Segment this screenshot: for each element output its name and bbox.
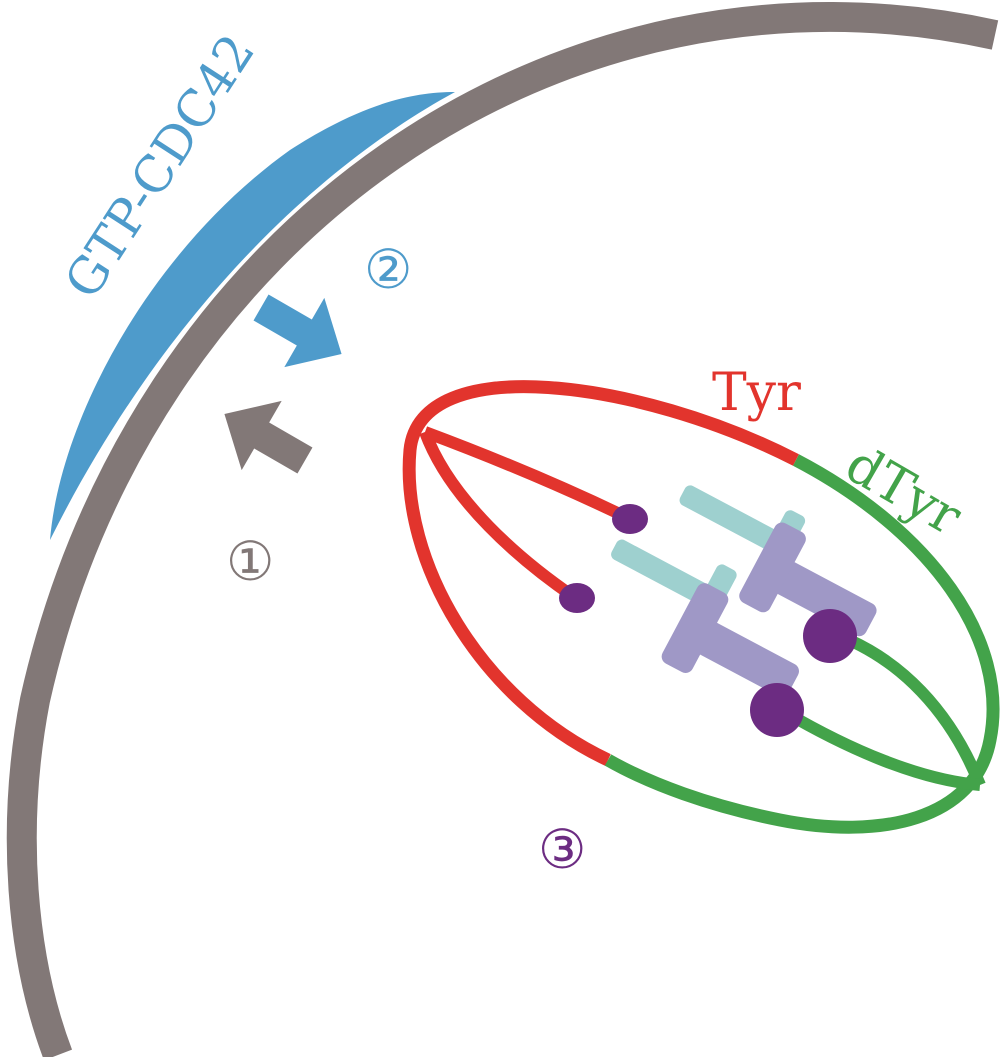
chromatid-purple <box>661 522 877 697</box>
step-2-label: ② <box>364 238 412 301</box>
tyr-label: Tyr <box>712 363 801 423</box>
arrow-toward-spindle-icon <box>253 294 342 368</box>
fiber-tyr-lower <box>419 429 578 602</box>
fiber-tyr-upper <box>422 426 631 524</box>
step-3-label: ③ <box>538 818 586 881</box>
kinetochore-left-upper <box>612 504 648 534</box>
fiber-dtyr-lower <box>781 706 981 791</box>
cdc42-cap <box>50 92 455 540</box>
kinetochore-right-lower <box>750 683 804 737</box>
arrow-toward-membrane-icon <box>224 400 313 474</box>
kinetochore-left-lower <box>559 583 595 613</box>
kinetochore-right-upper <box>803 609 857 663</box>
spindle-outer-tyr <box>402 380 799 766</box>
fiber-dtyr-upper <box>837 630 986 788</box>
cell-membrane <box>6 2 999 1057</box>
step-1-label: ① <box>226 530 274 593</box>
spindle-outer-dtyr <box>604 454 1000 834</box>
